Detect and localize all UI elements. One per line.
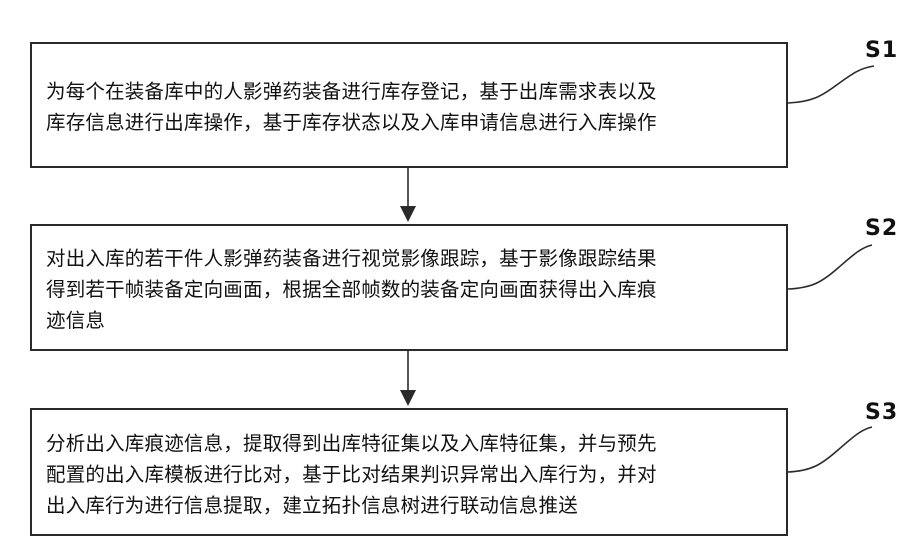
step-label-s1: S1 <box>865 38 898 63</box>
leader-line-s2 <box>788 245 872 289</box>
leader-line-s1 <box>788 66 874 103</box>
step-label-s3: S3 <box>865 400 898 425</box>
leader-line-s3 <box>788 427 872 472</box>
step-label-s2: S2 <box>865 216 898 241</box>
